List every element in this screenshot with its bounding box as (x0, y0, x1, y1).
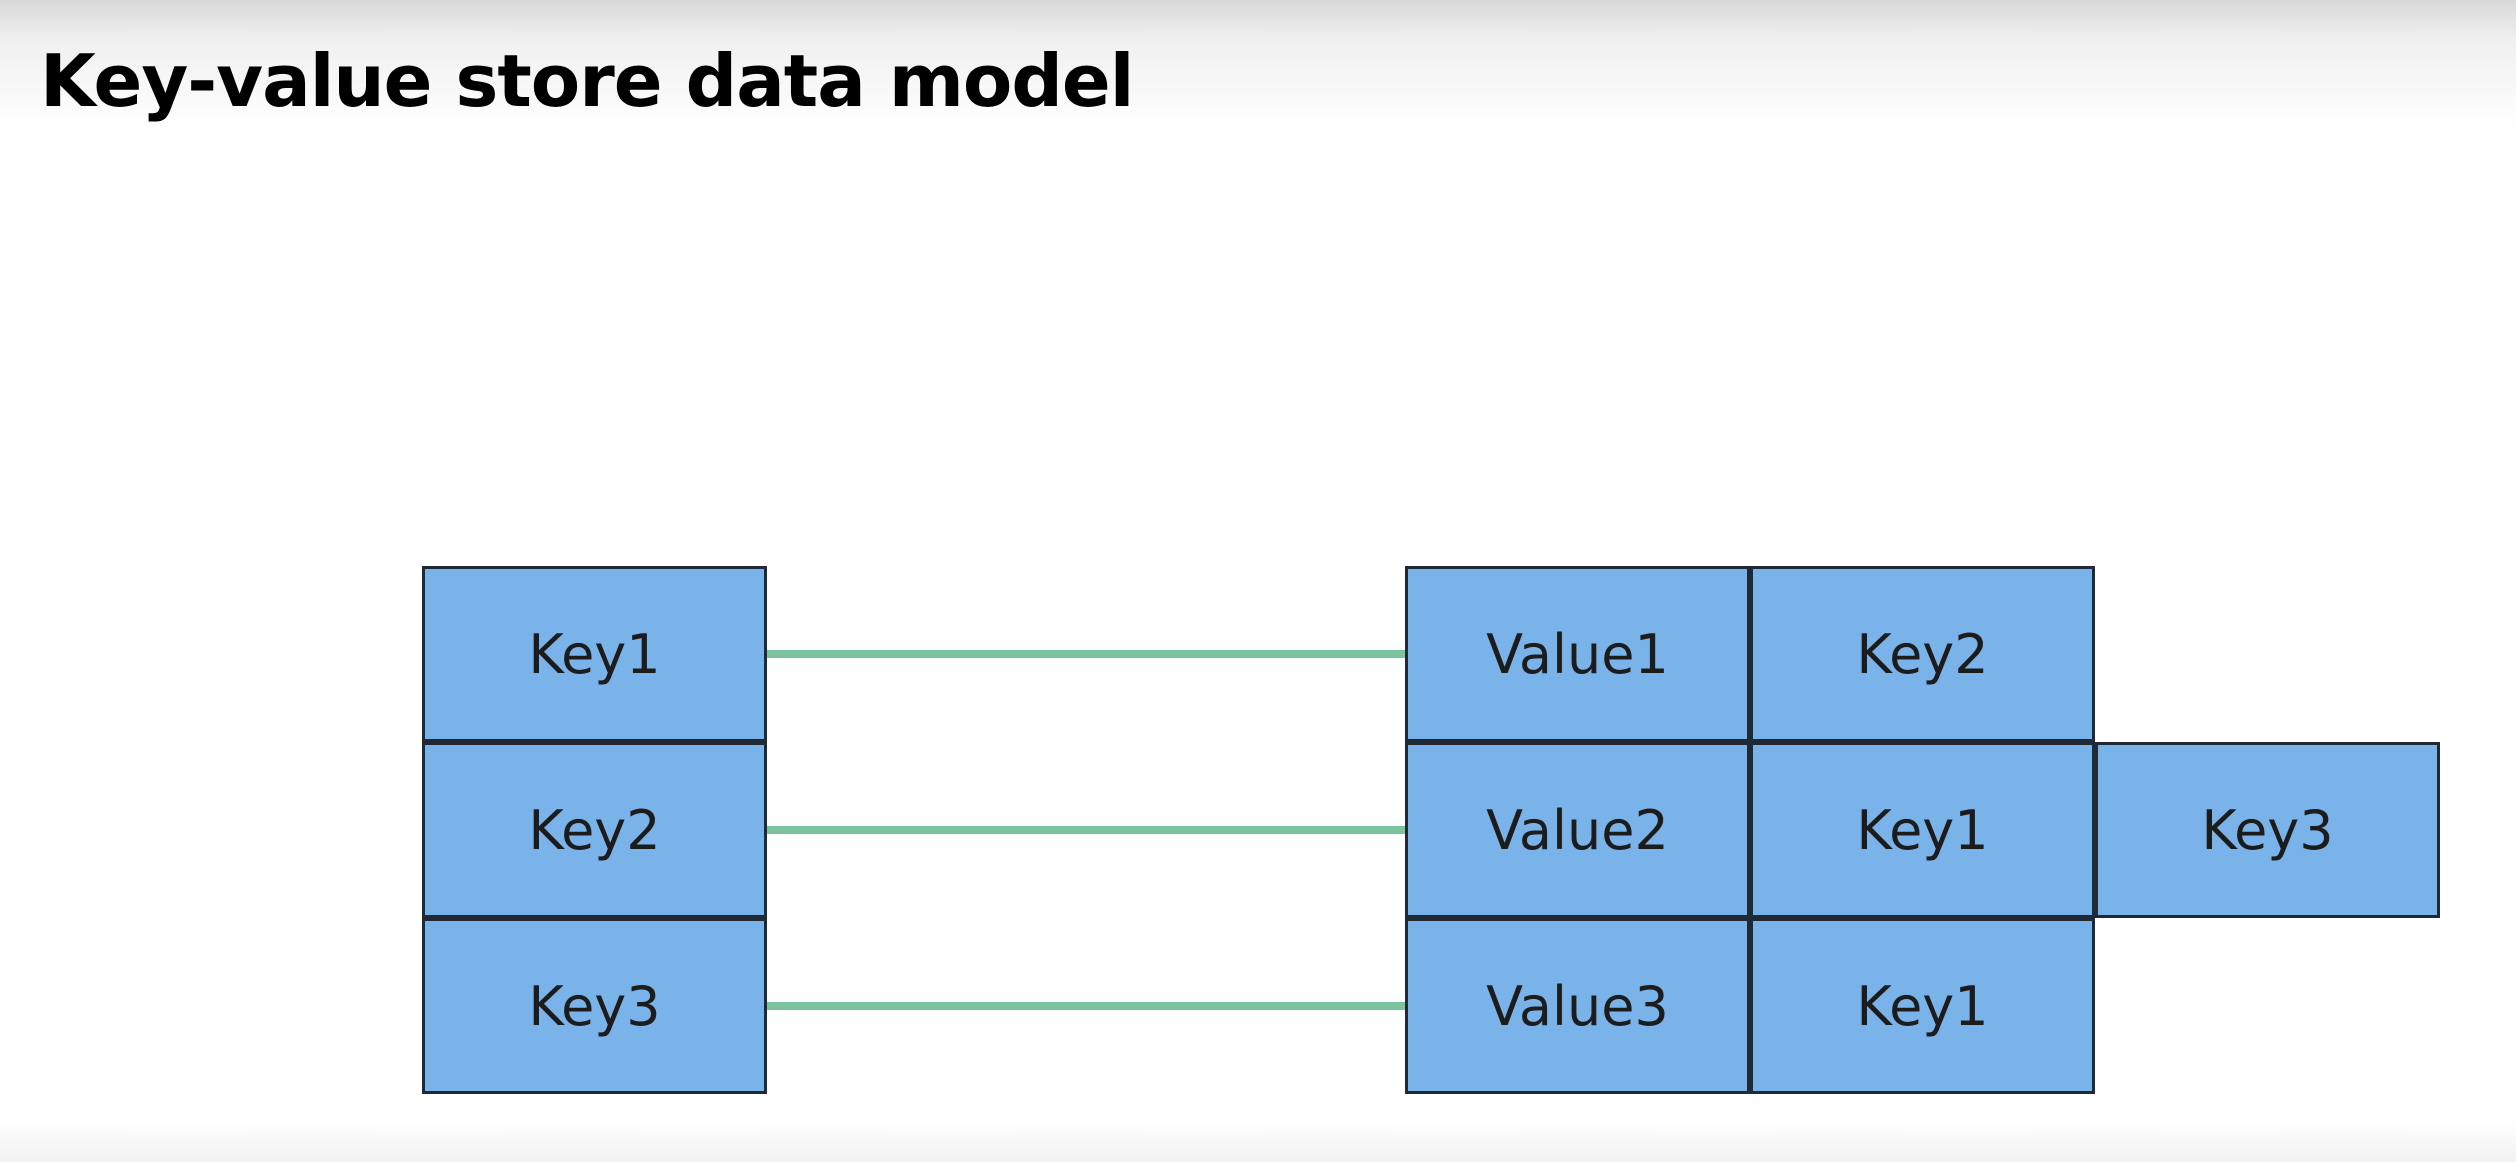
ref-key-cell: Key3 (2095, 742, 2440, 918)
page-title: Key-value store data model (40, 39, 1134, 123)
value-cell: Value2 (1405, 742, 1750, 918)
ref-key-cell: Key1 (1750, 918, 2095, 1094)
top-shade (0, 0, 2516, 140)
bottom-shade (0, 1120, 2516, 1162)
ref-key-cell: Key1 (1750, 742, 2095, 918)
ref-key-cell: Key2 (1750, 566, 2095, 742)
connector-line (767, 1002, 1407, 1010)
value-cell: Value1 (1405, 566, 1750, 742)
key-cell: Key1 (422, 566, 767, 742)
key-cell: Key2 (422, 742, 767, 918)
connector-line (767, 650, 1407, 658)
key-cell: Key3 (422, 918, 767, 1094)
value-cell: Value3 (1405, 918, 1750, 1094)
connector-line (767, 826, 1407, 834)
